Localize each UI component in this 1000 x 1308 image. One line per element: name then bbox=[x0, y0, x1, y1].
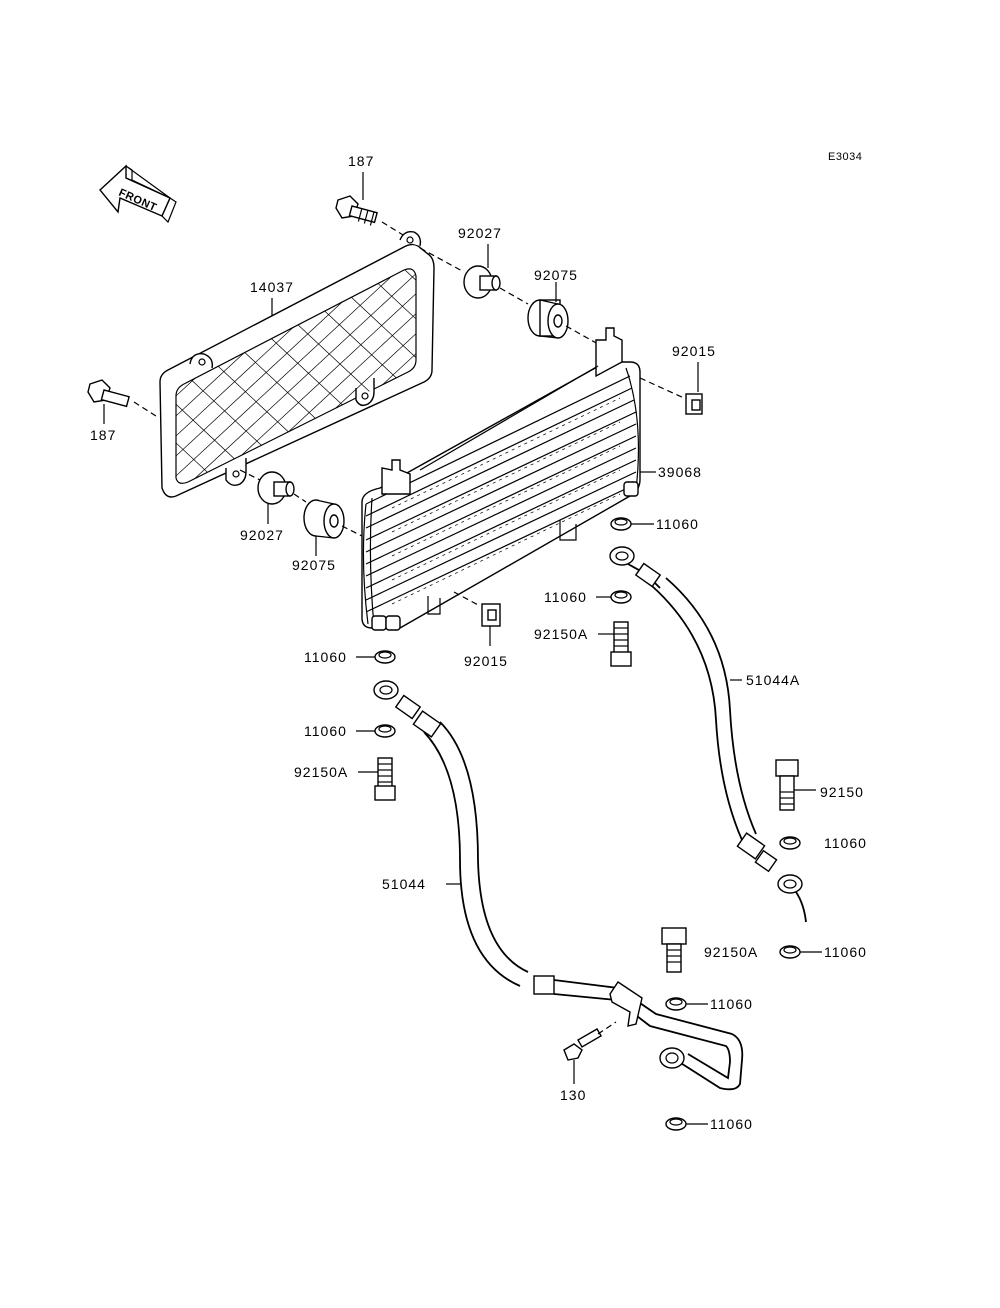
label-92150: 92150 bbox=[820, 784, 864, 800]
gasket-11060-d bbox=[356, 724, 396, 738]
label-11060-h: 11060 bbox=[710, 1116, 753, 1132]
damper-92027-bottom bbox=[239, 469, 307, 524]
label-11060-d: 11060 bbox=[304, 723, 347, 739]
clip-92015-bottom bbox=[453, 591, 501, 646]
label-187-top: 187 bbox=[348, 153, 374, 169]
oil-cooler-39068 bbox=[361, 327, 656, 631]
label-130: 130 bbox=[560, 1087, 586, 1103]
label-11060-e: 11060 bbox=[824, 835, 867, 851]
label-39068: 39068 bbox=[658, 464, 702, 480]
gasket-11060-b bbox=[596, 590, 632, 604]
label-92075-bottom: 92075 bbox=[292, 557, 336, 573]
grommet-92075-top bbox=[527, 282, 599, 345]
ref-code: E3034 bbox=[828, 151, 862, 163]
label-187-left: 187 bbox=[90, 427, 116, 443]
gasket-11060-c bbox=[356, 650, 396, 664]
front-arrow-icon: FRONT bbox=[99, 164, 177, 224]
grommet-92075-bottom bbox=[303, 499, 363, 556]
label-92027-bottom: 92027 bbox=[240, 527, 284, 543]
gasket-11060-a bbox=[610, 517, 654, 531]
label-51044A: 51044A bbox=[746, 672, 800, 688]
hose-51044 bbox=[373, 680, 744, 1091]
gasket-11060-f bbox=[779, 945, 822, 959]
gasket-11060-h bbox=[665, 1117, 708, 1131]
bolt-187-top bbox=[335, 172, 409, 239]
label-51044: 51044 bbox=[382, 876, 426, 892]
bolt-187-left bbox=[87, 379, 157, 424]
label-92150A-b: 92150A bbox=[294, 764, 348, 780]
label-11060-a: 11060 bbox=[656, 516, 699, 532]
label-11060-c: 11060 bbox=[304, 649, 347, 665]
label-92075-top: 92075 bbox=[534, 267, 578, 283]
clip-92015-right bbox=[639, 362, 703, 415]
label-92150A-a: 92150A bbox=[534, 626, 588, 642]
gasket-11060-g bbox=[665, 997, 708, 1011]
gasket-11060-e bbox=[779, 836, 801, 850]
hose-51044A bbox=[609, 546, 807, 923]
bolt-92150 bbox=[775, 759, 816, 811]
label-11060-f: 11060 bbox=[824, 944, 867, 960]
bolt-92150A-a bbox=[598, 621, 632, 667]
label-11060-g: 11060 bbox=[710, 996, 753, 1012]
damper-92027-top bbox=[419, 244, 529, 305]
label-92015-bottom: 92015 bbox=[464, 653, 508, 669]
label-14037: 14037 bbox=[250, 279, 294, 295]
label-92027-top: 92027 bbox=[458, 225, 502, 241]
bolt-92150A-b bbox=[358, 757, 396, 801]
label-92150A-c: 92150A bbox=[704, 944, 758, 960]
bolt-130 bbox=[563, 1021, 617, 1084]
bolt-92150A-c bbox=[661, 927, 687, 973]
label-11060-b: 11060 bbox=[544, 589, 587, 605]
label-92015-right: 92015 bbox=[672, 343, 716, 359]
